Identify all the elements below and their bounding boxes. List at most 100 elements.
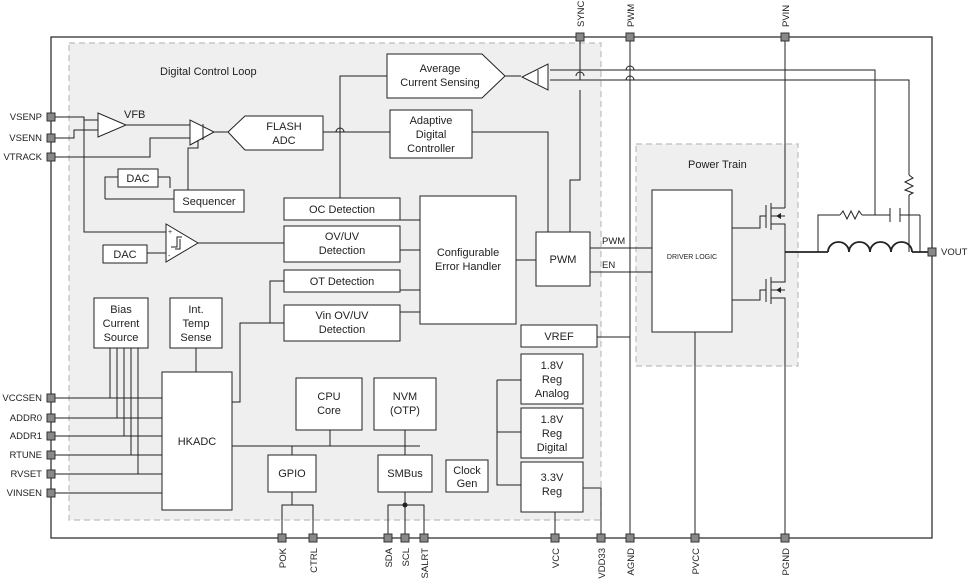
reg-1v8-digital: 1.8V Reg Digital — [520, 407, 584, 459]
current-sense-amp — [520, 63, 549, 91]
configurable-error-handler: Configurable Error Handler — [419, 195, 517, 325]
svg-text:Error Handler: Error Handler — [435, 261, 501, 273]
pin-addr0: ADDR0 — [10, 413, 42, 424]
svg-text:Reg: Reg — [542, 374, 562, 386]
junction-dots — [402, 502, 408, 508]
clock-gen: Clock Gen — [445, 459, 489, 493]
adaptive-digital-controller: Adaptive Digital Controller — [389, 109, 473, 159]
flash-adc: FLASH ADC — [227, 115, 324, 151]
ot-detection: OT Detection — [283, 269, 401, 293]
pin-scl: SCL — [401, 548, 412, 566]
feedback-resistor — [903, 174, 915, 196]
pwm-block: PWM — [535, 231, 591, 287]
pin-pwm: PWM — [626, 4, 637, 27]
svg-text:DRIVER LOGIC: DRIVER LOGIC — [667, 254, 717, 261]
sense-capacitor — [889, 208, 901, 222]
pwm-signal-label: PWM — [602, 236, 625, 247]
wire-crossings — [335, 65, 635, 133]
svg-text:VFB: VFB — [124, 109, 145, 121]
svg-text:Vin OV/UV: Vin OV/UV — [316, 310, 370, 322]
svg-text:PWM: PWM — [550, 254, 577, 266]
top-pins: SYNC PWM PVIN — [575, 0, 792, 42]
svg-text:Sense: Sense — [180, 332, 211, 344]
right-pins: VOUT — [927, 247, 968, 258]
svg-text:Gen: Gen — [457, 478, 478, 490]
pin-sda: SDA — [384, 547, 395, 567]
ovuv-comparator: + - — [165, 223, 199, 263]
en-signal-label: EN — [602, 260, 615, 271]
pin-vinsen: VINSEN — [7, 488, 43, 499]
svg-text:Detection: Detection — [319, 245, 365, 257]
pin-pok: POK — [278, 547, 289, 568]
pin-pvcc: PVCC — [691, 548, 702, 575]
svg-text:Adaptive: Adaptive — [410, 115, 453, 127]
power-train-label: Power Train — [688, 159, 747, 171]
svg-text:Controller: Controller — [407, 143, 455, 155]
pin-vout: VOUT — [941, 247, 968, 258]
pin-pvin: PVIN — [781, 5, 792, 27]
svg-text:ADC: ADC — [272, 135, 295, 147]
hkadc: HKADC — [161, 371, 233, 511]
svg-text:Average: Average — [420, 63, 461, 75]
svg-text:GPIO: GPIO — [278, 468, 306, 480]
pin-pgnd: PGND — [781, 548, 792, 576]
vref: VREF — [520, 324, 598, 348]
svg-text:DAC: DAC — [113, 249, 136, 261]
svg-text:Analog: Analog — [535, 388, 569, 400]
svg-text:Bias: Bias — [110, 304, 132, 316]
svg-text:OV/UV: OV/UV — [325, 231, 360, 243]
svg-text:SMBus: SMBus — [387, 468, 423, 480]
nvm-otp: NVM (OTP) — [373, 377, 437, 431]
svg-text:-: - — [168, 253, 171, 260]
svg-text:CPU: CPU — [317, 391, 340, 403]
svg-text:Digital: Digital — [537, 442, 568, 454]
pin-vsenp: VSENP — [10, 112, 42, 123]
svg-text:3.3V: 3.3V — [541, 472, 564, 484]
svg-text:Source: Source — [104, 332, 139, 344]
svg-text:OC Detection: OC Detection — [309, 204, 375, 216]
oc-detection: OC Detection — [283, 197, 401, 221]
pin-rvset: RVSET — [10, 469, 42, 480]
vin-ovuv-detection: Vin OV/UV Detection — [283, 304, 401, 342]
svg-text:OT Detection: OT Detection — [310, 276, 375, 288]
pin-vsenn: VSENN — [9, 133, 42, 144]
pin-vcc: VCC — [551, 548, 562, 568]
dac-bottom: DAC — [102, 244, 148, 264]
pin-vtrack: VTRACK — [3, 152, 42, 163]
bottom-pins: POK CTRL SDA SCL SALRT VCC VDD33 AGND PV… — [277, 533, 792, 579]
sequencer: Sequencer — [173, 189, 245, 213]
dac-top: DAC — [117, 168, 159, 188]
pin-agnd: AGND — [626, 548, 637, 576]
pin-ctrl: CTRL — [309, 548, 320, 573]
svg-text:Core: Core — [317, 405, 341, 417]
svg-text:VREF: VREF — [544, 331, 574, 343]
average-current-sensing: Average Current Sensing — [386, 53, 506, 99]
svg-text:Reg: Reg — [542, 486, 562, 498]
svg-text:Configurable: Configurable — [437, 247, 499, 259]
high-side-mosfet — [765, 203, 786, 230]
svg-text:Sequencer: Sequencer — [182, 196, 236, 208]
vfb-amplifier: VFB — [97, 109, 145, 138]
svg-text:+: + — [168, 229, 172, 236]
int-temp-sense: Int. Temp Sense — [169, 297, 223, 349]
pin-vdd33: VDD33 — [597, 548, 608, 579]
reg-1v8-analog: 1.8V Reg Analog — [520, 353, 584, 405]
pin-salrt: SALRT — [420, 548, 431, 579]
smbus: SMBus — [377, 454, 433, 493]
svg-text:Clock: Clock — [453, 465, 481, 477]
svg-text:Detection: Detection — [319, 324, 365, 336]
svg-text:FLASH: FLASH — [266, 121, 302, 133]
driver-logic: DRIVER LOGIC — [651, 189, 733, 333]
svg-text:HKADC: HKADC — [178, 436, 217, 448]
reg-3v3: 3.3V Reg — [520, 461, 584, 513]
ovuv-detection: OV/UV Detection — [283, 225, 401, 263]
pin-sync: SYNC — [576, 0, 587, 27]
svg-text:(OTP): (OTP) — [390, 405, 420, 417]
input-mux — [189, 119, 216, 146]
output-inductor — [827, 241, 913, 253]
low-side-mosfet — [765, 277, 786, 304]
pin-rtune: RTUNE — [9, 450, 42, 461]
svg-text:NVM: NVM — [393, 391, 417, 403]
svg-text:Current: Current — [103, 318, 140, 330]
